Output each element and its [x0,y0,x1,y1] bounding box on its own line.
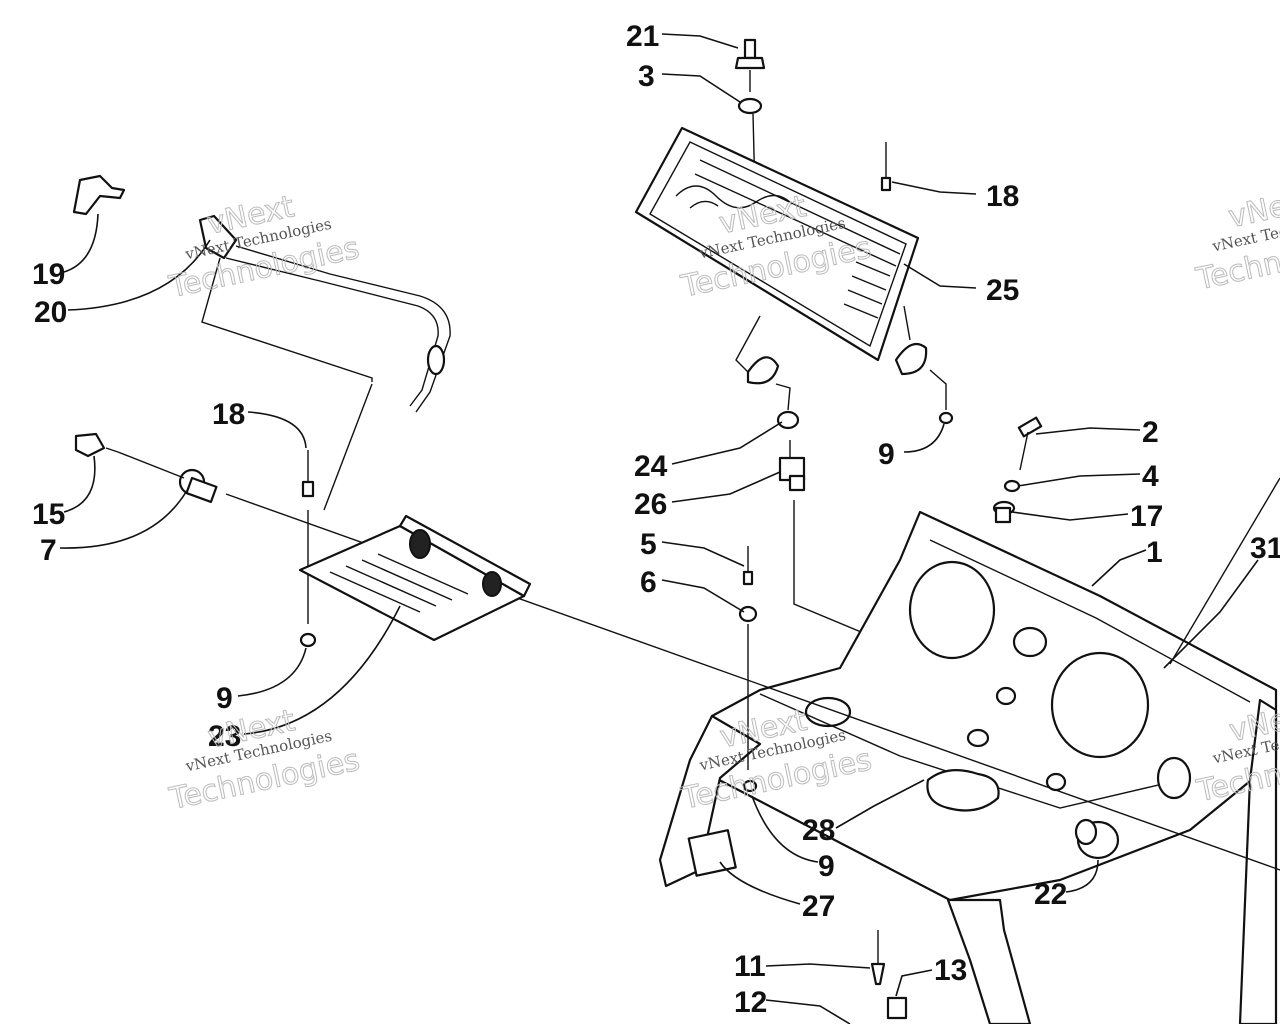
callout-9: 9 [216,682,233,715]
part-plate-23 [298,514,532,642]
part-toggle-switch-26 [778,440,806,492]
callout-21: 21 [626,20,659,53]
callout-22: 22 [1034,878,1067,911]
callout-9: 9 [878,438,895,471]
callout-31: 31 [1250,532,1280,565]
callout-18: 18 [212,398,245,431]
callout-6: 6 [640,566,657,599]
part-nut-24 [776,410,800,430]
callout-23: 23 [208,720,241,753]
part-bolt-21 [734,38,766,92]
part-throttle-control-20 [198,214,451,413]
callout-19: 19 [32,258,65,291]
part-plug-15 [74,432,119,458]
callout-15: 15 [32,498,65,531]
part-stud-18-top [880,142,892,192]
watermark-top-right: vNext vNext Technologies Technologies [1192,182,1280,298]
part-indicator-light [1156,756,1192,800]
leader-lines [59,33,1259,1024]
callout-18: 18 [986,180,1019,213]
part-nut-9-top [938,411,954,425]
part-washer-3 [737,97,763,115]
callout-12: 12 [734,986,767,1019]
callout-24: 24 [634,450,668,483]
callout-11: 11 [734,950,766,983]
callout-labels: 21 3 18 25 19 20 9 2 4 17 1 31 18 24 26 … [32,20,1280,1019]
callout-9: 9 [818,850,835,883]
callout-4: 4 [1142,460,1159,493]
part-nameplate-25 [634,126,920,362]
part-bushing-7 [178,468,218,504]
part-block-27 [687,829,737,877]
part-nut-6 [738,605,758,623]
callout-2: 2 [1142,416,1159,449]
callout-7: 7 [40,534,57,567]
watermark-bottom-left: vNext vNext Technologies Technologies [165,703,363,818]
callout-5: 5 [640,528,657,561]
callout-25: 25 [986,274,1019,307]
watermark-top-left: vNext vNext Technologies Technologies [165,189,363,306]
part-grommet-17 [992,500,1016,524]
part-gasket-right [894,342,928,376]
callout-28: 28 [802,814,835,847]
part-clip-13 [886,996,908,1020]
part-washer-4 [1003,479,1021,493]
callout-13: 13 [934,954,967,987]
part-nut-9-left [299,632,317,648]
part-lever-19 [72,174,126,216]
part-knob-22 [1074,818,1120,860]
part-bolt-2 [1017,416,1043,471]
callout-3: 3 [638,60,655,93]
part-nut-9-middle [742,779,758,793]
part-stud-5 [742,546,754,586]
part-cable-31 [1169,477,1280,665]
part-stud-18-left [301,450,315,498]
callout-1: 1 [1146,536,1163,569]
part-gasket-left [746,356,780,385]
callout-26: 26 [634,488,667,521]
callout-17: 17 [1130,500,1163,533]
callout-27: 27 [802,890,835,923]
part-stud-11 [870,930,886,986]
callout-20: 20 [34,296,67,329]
